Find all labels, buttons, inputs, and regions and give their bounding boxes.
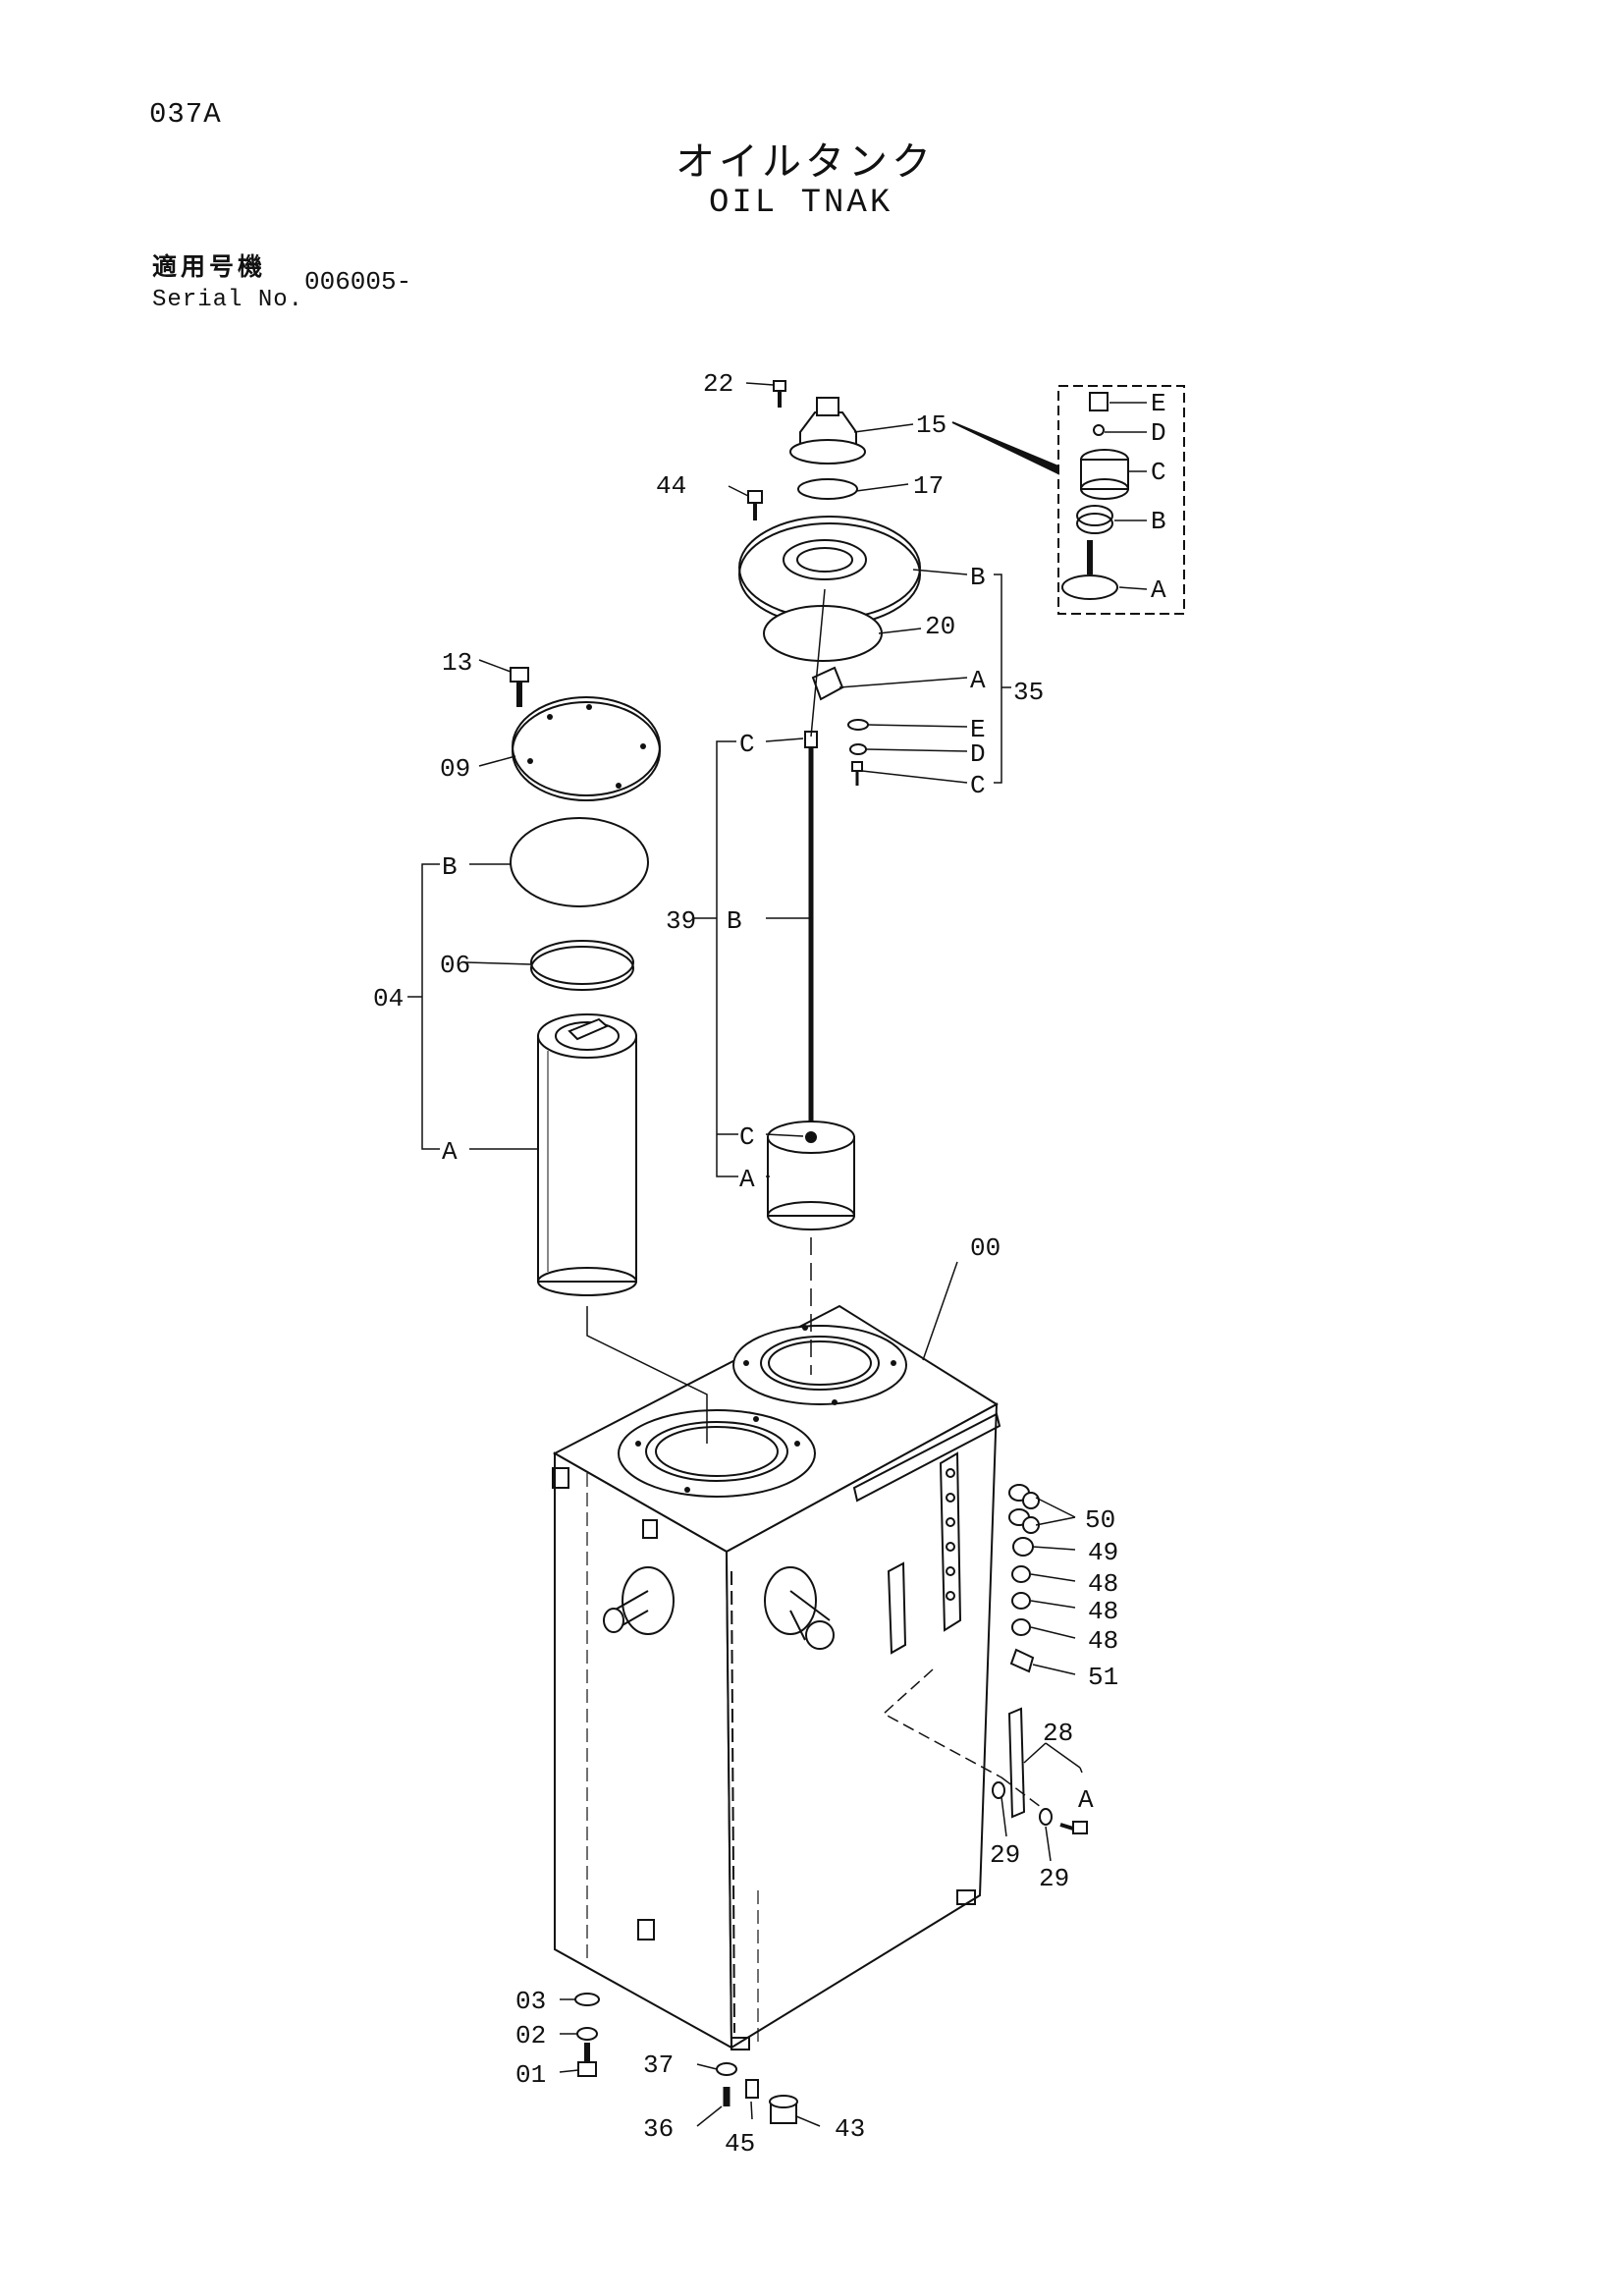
washer-part-03 — [574, 1993, 600, 2006]
callout-49: 49 — [1088, 1538, 1118, 1567]
bolt-part-13 — [510, 667, 529, 707]
plug-part-43 — [769, 2095, 798, 2124]
breather-detail-box — [1057, 385, 1185, 615]
callout-06: 06 — [440, 951, 470, 980]
callout-35: 35 — [1013, 678, 1044, 707]
breather-cap-part-15 — [789, 397, 866, 465]
callout-04: 04 — [373, 984, 404, 1013]
bolt-part-28A — [1059, 1821, 1088, 1834]
callout-45: 45 — [725, 2129, 755, 2159]
sublabel-04-A: A — [442, 1137, 458, 1167]
callout-48-b: 48 — [1088, 1597, 1118, 1626]
callout-17: 17 — [913, 471, 944, 501]
sublabel-15-C: C — [1151, 458, 1166, 487]
sublabel-35-E: E — [970, 715, 986, 744]
leader-lines — [407, 382, 1083, 2127]
callout-51: 51 — [1088, 1663, 1118, 1692]
filter-cover-part-09 — [512, 696, 661, 801]
callout-39: 39 — [666, 906, 696, 936]
oil-tank-body — [552, 1304, 1001, 2050]
sublabel-39-C-bottom: C — [739, 1122, 755, 1152]
sublabel-28-A: A — [1078, 1785, 1094, 1815]
title-japanese: オイルタンク — [676, 139, 935, 185]
sublabel-35-C: C — [970, 771, 986, 800]
sublabel-35-D: D — [970, 739, 986, 769]
callout-09: 09 — [440, 754, 470, 784]
detail-pointer — [951, 421, 1059, 475]
bolt-part-35C — [851, 761, 863, 786]
sight-tube-part-28 — [1007, 1707, 1026, 1819]
bolt-part-22 — [773, 380, 786, 408]
detail-box-leaders — [1105, 402, 1148, 590]
callout-43: 43 — [835, 2114, 865, 2144]
level-gauge-fittings — [1008, 1484, 1040, 1673]
callout-48-a: 48 — [1088, 1569, 1118, 1599]
sublabel-39-B: B — [727, 906, 742, 936]
washer-part-02 — [576, 2027, 598, 2041]
serial-number: 006005- — [304, 267, 412, 297]
callout-01: 01 — [515, 2060, 546, 2090]
strainer-part-39A — [767, 1121, 855, 1230]
breather-flange-part-35B — [738, 516, 921, 627]
callout-13: 13 — [442, 648, 472, 678]
fitting-part-45 — [745, 2079, 759, 2099]
callout-36: 36 — [643, 2114, 674, 2144]
gasket-part-04B — [510, 817, 649, 907]
sublabel-35-B: B — [970, 563, 986, 592]
title-english: OIL TNAK — [709, 185, 893, 222]
callout-37: 37 — [643, 2050, 674, 2080]
callout-29-left: 29 — [990, 1840, 1020, 1870]
callout-28: 28 — [1043, 1719, 1073, 1748]
callout-50: 50 — [1085, 1505, 1115, 1535]
ring-part-06 — [530, 940, 634, 991]
sublabel-15-B: B — [1151, 507, 1166, 536]
gasket-part-17 — [797, 478, 858, 500]
callout-00: 00 — [970, 1233, 1001, 1263]
washer-part-29-left — [992, 1781, 1005, 1799]
callout-44: 44 — [656, 471, 686, 501]
sublabel-15-E: E — [1151, 389, 1166, 418]
sublabel-15-D: D — [1151, 418, 1166, 448]
gauge-dashed-lines — [882, 1668, 1042, 1808]
callout-29-right: 29 — [1039, 1864, 1069, 1893]
sublabel-39-A: A — [739, 1165, 755, 1194]
callout-02: 02 — [515, 2021, 546, 2050]
sublabel-35-A: A — [970, 666, 986, 695]
pipe-part-39B — [804, 731, 818, 1139]
page-code: 037A — [149, 98, 222, 131]
sublabel-04-B: B — [442, 852, 458, 882]
filter-centerline — [586, 1306, 708, 1444]
sublabel-15-A: A — [1151, 575, 1166, 605]
callout-15: 15 — [916, 410, 947, 440]
breather-centerline — [810, 588, 826, 738]
washer-part-35E — [847, 719, 869, 731]
washer-part-29-right — [1039, 1808, 1053, 1826]
callout-03: 03 — [515, 1987, 546, 2016]
washer-part-37 — [716, 2062, 737, 2076]
callout-22: 22 — [703, 369, 733, 399]
sublabel-39-C-top: C — [739, 730, 755, 759]
callout-48-c: 48 — [1088, 1626, 1118, 1656]
bolt-part-01 — [577, 2043, 597, 2077]
callout-labels: 22 15 17 44 20 35 13 09 06 04 39 00 50 4… — [373, 369, 1166, 2159]
callout-20: 20 — [925, 612, 955, 641]
washer-part-35D — [849, 743, 867, 755]
serial-label-japanese: 適用号機 — [152, 252, 267, 281]
filter-element-part-04A — [537, 1013, 637, 1296]
serial-label-english: Serial No. — [152, 287, 304, 313]
bolt-part-44 — [747, 490, 763, 520]
